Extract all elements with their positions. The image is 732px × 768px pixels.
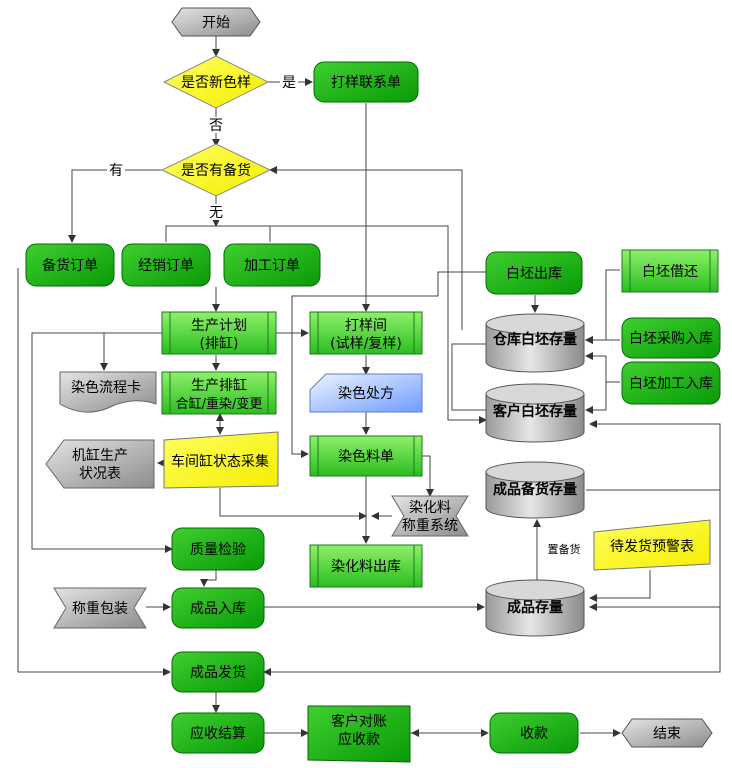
svg-text:(试样/复样): (试样/复样)	[330, 335, 402, 352]
svg-text:机缸生产: 机缸生产	[72, 447, 128, 464]
store-customer-grey: 客户白坯存量	[485, 383, 585, 443]
svg-text:打样联系单: 打样联系单	[331, 74, 401, 91]
node-process-order: 加工订单	[223, 243, 321, 287]
doc-pending-alert: 待发货预警表	[593, 519, 711, 571]
store-finished-stock: 成品存量	[485, 579, 585, 637]
edge-stockorder-ship	[17, 268, 171, 676]
node-sales-order: 经销订单	[121, 243, 211, 287]
label-none: 无	[209, 205, 223, 221]
svg-text:成品发货: 成品发货	[190, 664, 246, 681]
edge-greyout-material	[291, 271, 486, 458]
display-machine-status: 机缸生产 状况表	[45, 439, 155, 489]
svg-text:应收款: 应收款	[338, 731, 380, 748]
svg-text:客户对账: 客户对账	[331, 713, 387, 730]
edge-borrow-warehouse	[585, 269, 620, 344]
edge-quality-in	[200, 570, 217, 587]
edge-customer-warehouse	[451, 343, 486, 411]
node-quality-check: 质量检验	[171, 527, 265, 571]
svg-text:车间缸状态采集: 车间缸状态采集	[171, 453, 269, 470]
svg-text:白坯采购入库: 白坯采购入库	[629, 331, 713, 347]
edge-material-weigh	[422, 455, 434, 497]
svg-text:客户白坯存量: 客户白坯存量	[492, 403, 577, 420]
svg-text:染化料出库: 染化料出库	[331, 559, 401, 575]
svg-text:应收结算: 应收结算	[190, 725, 246, 742]
node-stock-order: 备货订单	[25, 243, 115, 287]
decision-has-stock: 是否有备货	[160, 143, 272, 197]
node-prod-plan: 生产计划 (排缸)	[161, 311, 277, 355]
svg-text:染色料单: 染色料单	[338, 448, 394, 465]
doc-customer-recon: 客户对账 应收款	[307, 705, 411, 763]
node-grey-purchase: 白坯采购入库	[621, 317, 721, 359]
svg-text:是否有备货: 是否有备货	[181, 162, 251, 179]
svg-text:收款: 收款	[520, 726, 548, 742]
svg-text:备货订单: 备货订单	[42, 257, 98, 274]
svg-text:结束: 结束	[653, 726, 681, 742]
edge-stock-yes	[68, 169, 164, 243]
node-ship: 成品发货	[171, 651, 265, 693]
input-dye-recipe: 染色处方	[309, 373, 423, 413]
svg-text:称重包装: 称重包装	[72, 601, 128, 617]
svg-text:白坯加工入库: 白坯加工入库	[629, 376, 713, 392]
svg-text:生产计划: 生产计划	[191, 318, 247, 334]
edge-none-split	[165, 225, 271, 242]
svg-text:(排缸): (排缸)	[200, 335, 239, 352]
svg-text:染色流程卡: 染色流程卡	[71, 379, 141, 396]
svg-text:打样间: 打样间	[345, 317, 387, 334]
label-set-stock: 置备货	[548, 542, 581, 556]
node-ar-settle: 应收结算	[171, 712, 265, 754]
node-dye-material-list: 染色料单	[309, 435, 423, 477]
node-sample-contact: 打样联系单	[313, 61, 419, 103]
node-grey-borrow: 白坯借还	[621, 249, 719, 293]
node-collect: 收款	[489, 712, 579, 754]
label-no: 否	[209, 118, 223, 134]
svg-text:状况表: 状况表	[79, 466, 121, 482]
svg-text:成品入库: 成品入库	[190, 601, 246, 617]
end-node: 结束	[621, 718, 713, 748]
store-warehouse-grey: 仓库白坯存量	[485, 313, 585, 373]
edge-spare-ship	[263, 490, 721, 676]
svg-text:白坯出库: 白坯出库	[506, 266, 562, 282]
svg-text:经销订单: 经销订单	[138, 258, 194, 274]
decision-new-color: 是否新色样	[162, 55, 270, 109]
doc-workshop-collect: 车间缸状态采集	[163, 431, 279, 489]
svg-text:待发货预警表: 待发货预警表	[610, 538, 694, 555]
edge-none-customergrey	[216, 225, 487, 424]
svg-text:称重系统: 称重系统	[402, 518, 458, 534]
node-weigh-pack: 称重包装	[53, 587, 147, 629]
svg-text:染色处方: 染色处方	[338, 385, 394, 402]
connectors	[17, 36, 721, 737]
doc-dye-card: 染色流程卡	[59, 371, 157, 413]
svg-text:合缸/重染/变更: 合缸/重染/变更	[176, 396, 263, 412]
node-finished-in: 成品入库	[171, 587, 265, 629]
edge-plan-quality	[31, 332, 173, 553]
store-finished-spare: 成品备货存量	[485, 461, 585, 519]
svg-text:白坯借还: 白坯借还	[642, 264, 698, 280]
edge-stock-alert	[589, 570, 651, 602]
svg-text:仓库白坯存量: 仓库白坯存量	[492, 331, 577, 348]
svg-text:是否新色样: 是否新色样	[181, 74, 251, 91]
node-chem-out: 染化料出库	[309, 544, 423, 588]
node-weigh-system: 染化料 称重系统	[391, 495, 469, 537]
svg-text:生产排缸: 生产排缸	[191, 377, 247, 394]
edge-loop-hasstock	[269, 166, 463, 330]
label-have: 有	[109, 163, 123, 179]
edge-workshop-weigh	[219, 488, 367, 520]
start-node: 开始	[171, 7, 261, 37]
node-sample-room: 打样间 (试样/复样)	[309, 311, 423, 355]
edge-plan-card	[100, 332, 162, 371]
label-yes: 是	[282, 75, 296, 91]
svg-text:成品备货存量: 成品备货存量	[493, 481, 577, 498]
edge-processin-customer	[585, 381, 620, 414]
svg-text:加工订单: 加工订单	[244, 258, 300, 274]
svg-text:染化料: 染化料	[409, 500, 451, 516]
node-prod-sched: 生产排缸 合缸/重染/变更	[161, 371, 277, 415]
edge-spare-customergrey	[586, 420, 721, 491]
node-grey-process-in: 白坯加工入库	[621, 361, 721, 405]
svg-text:开始: 开始	[202, 15, 230, 31]
svg-text:成品存量: 成品存量	[507, 599, 563, 616]
node-grey-out: 白坯出库	[485, 251, 583, 295]
svg-text:质量检验: 质量检验	[190, 542, 246, 558]
